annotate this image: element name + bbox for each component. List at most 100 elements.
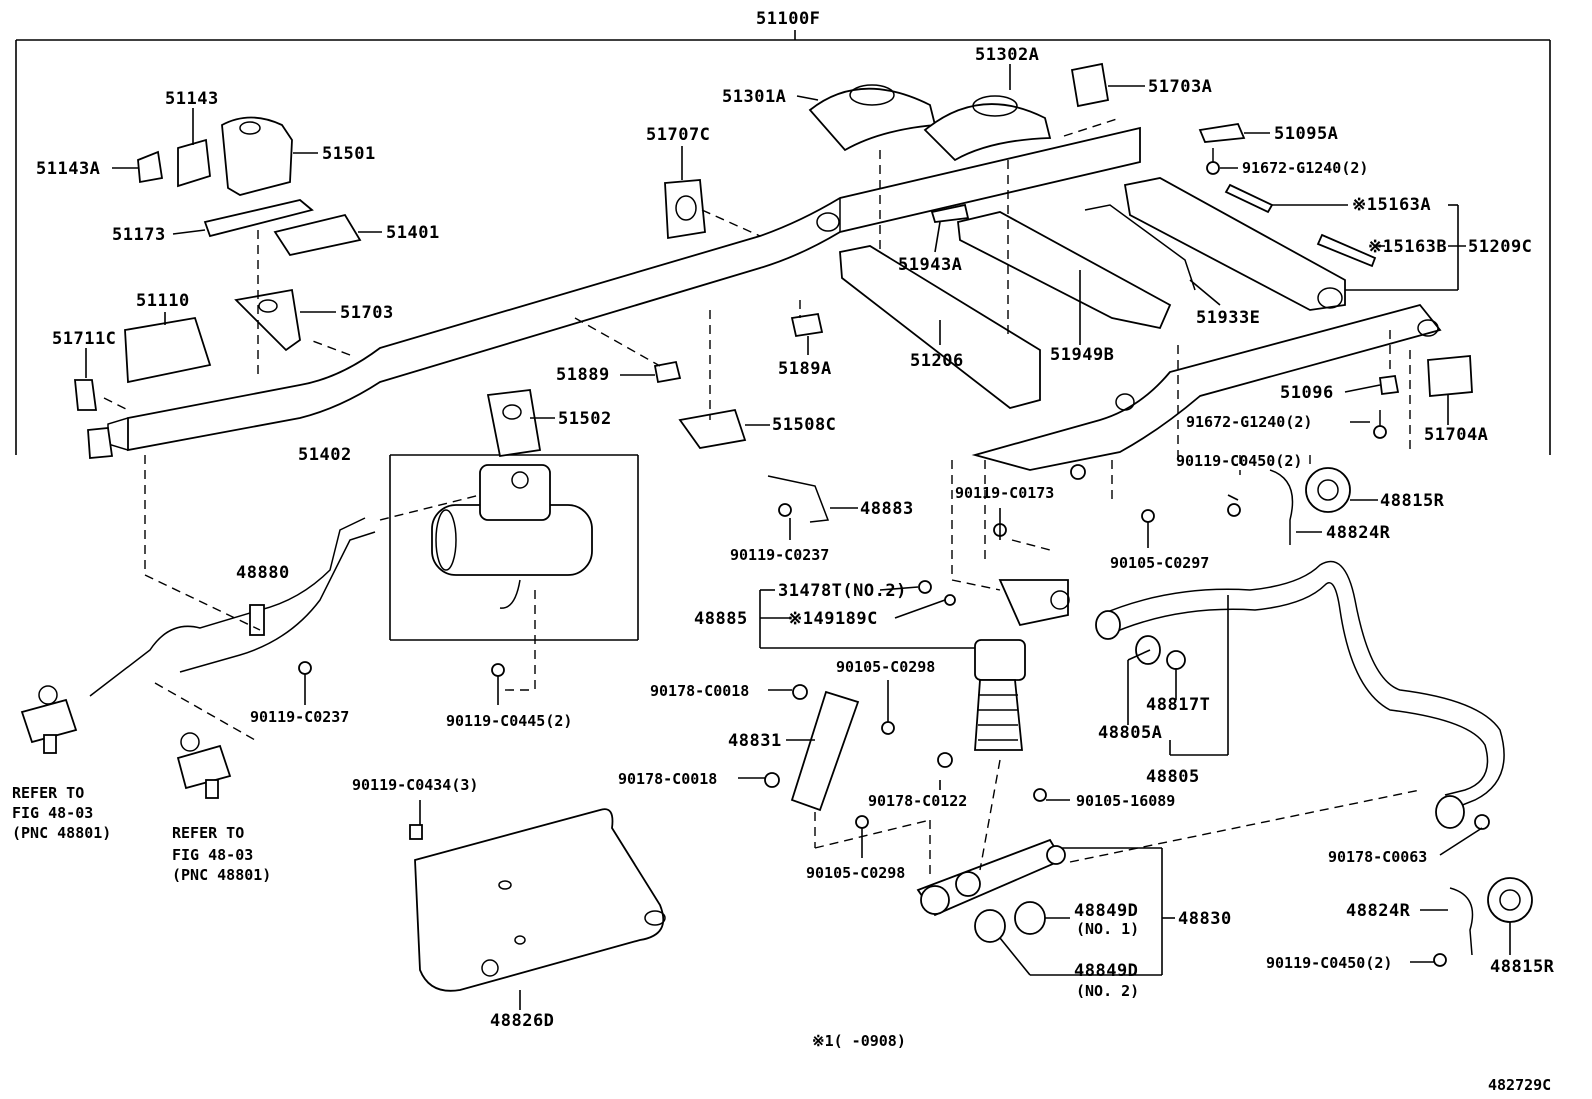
shock-48885 [974, 579, 1070, 751]
tube-48880 [89, 517, 376, 697]
label-51704A: 51704A [1424, 425, 1488, 445]
label-48815R-a: 48815R [1380, 491, 1445, 511]
refer-note-b: REFER TO FIG 48-03 (PNC 48801) [172, 824, 271, 884]
refer-b-line2: FIG 48-03 [172, 846, 253, 864]
refer-a-line2: FIG 48-03 [12, 804, 93, 822]
label-48831: 48831 [728, 731, 782, 751]
link-48831 [790, 690, 860, 812]
label-51110: 51110 [136, 291, 190, 311]
label-91672-G1240-a: 91672-G1240(2) [1242, 159, 1368, 177]
label-51943A: 51943A [898, 255, 962, 275]
bushing-48849D1 [1014, 901, 1046, 935]
label-91672-G1240-b: 91672-G1240(2) [1186, 413, 1312, 431]
label-31478T: 31478T(NO.2) [778, 581, 907, 601]
label-51143A: 51143A [36, 159, 100, 179]
label-5163A: ※15163A [1352, 195, 1431, 215]
bushing-48815Rb [1487, 877, 1533, 923]
refer-b-line3: (PNC 48801) [172, 866, 271, 884]
refer-note-a: REFER TO FIG 48-03 (PNC 48801) [12, 784, 111, 842]
footnote: ※1( -0908) [812, 1032, 906, 1050]
bracket-51096 [1378, 374, 1400, 396]
label-90119-C0450-b: 90119-C0450(2) [1266, 954, 1392, 972]
bracket-51143A [137, 150, 164, 184]
label-48849D-2: 48849D [1074, 961, 1138, 981]
bracket-51401 [273, 213, 362, 257]
stabilizer-bar [1095, 560, 1505, 829]
clip-51889 [653, 360, 682, 384]
figure-id: 482729C [1488, 1076, 1551, 1094]
label-51096: 51096 [1280, 383, 1334, 403]
brace-5163B [1316, 233, 1377, 268]
assembly-bracket [15, 30, 1551, 455]
valve-refer-b [176, 732, 232, 799]
label-48849D-1: 48849D [1074, 901, 1138, 921]
bracket-48883 [767, 475, 830, 523]
bracket-51703 [234, 288, 301, 352]
skid-plate-48826D [414, 808, 666, 992]
label-51508C: 51508C [772, 415, 836, 435]
bushing-48849D2 [974, 909, 1006, 943]
bolt-90119-C0237a [778, 503, 792, 517]
label-51703: 51703 [340, 303, 394, 323]
label-90178-C0018-a: 90178-C0018 [650, 682, 749, 700]
label-90105-C0298-b: 90105-C0298 [806, 864, 905, 882]
label-90119-C0450-a: 90119-C0450(2) [1176, 452, 1302, 470]
label-48824R-a: 48824R [1326, 523, 1391, 543]
bolt-91672-b [1373, 410, 1387, 439]
label-149189C: ※149189C [788, 609, 878, 629]
label-90178-C0063: 90178-C0063 [1328, 848, 1427, 866]
label-51206: 51206 [910, 351, 964, 371]
dashed-guides [103, 117, 1421, 880]
valve-refer-a [20, 685, 78, 754]
label-90178-C0122: 90178-C0122 [868, 792, 967, 810]
refer-a-line3: (PNC 48801) [12, 824, 111, 842]
label-51173: 51173 [112, 225, 166, 245]
label-5189A: 5189A [778, 359, 832, 379]
bracket-51173 [203, 199, 314, 238]
label-51402: 51402 [298, 445, 352, 465]
label-51301A: 51301A [722, 87, 786, 107]
label-90105-C0297: 90105-C0297 [1110, 554, 1209, 572]
bracket-51703A [1070, 62, 1110, 108]
label-90178-C0018-b: 90178-C0018 [618, 770, 717, 788]
label-90119-C0237-a: 90119-C0237 [730, 546, 829, 564]
bushing-48817T [1166, 650, 1186, 670]
lateral-rod-48830 [916, 838, 1066, 917]
label-5163B: ※15163B [1368, 237, 1447, 257]
bracket-51943A [930, 203, 970, 223]
label-90119-C0237-b: 90119-C0237 [250, 708, 349, 726]
crossmember-51949B [957, 211, 1172, 330]
label-48880: 48880 [236, 563, 290, 583]
hydraulic-unit-box [389, 454, 639, 641]
frame-rail-right [971, 303, 1442, 471]
label-51209C: 51209C [1468, 237, 1532, 257]
label-51501: 51501 [322, 144, 376, 164]
label-48885: 48885 [694, 609, 748, 629]
mount-51501 [221, 116, 293, 196]
bracket-51707C [664, 179, 706, 240]
spring-seat-51301A [808, 84, 937, 152]
bracket-51095A [1198, 123, 1246, 143]
label-51711C: 51711C [52, 329, 116, 349]
label-48824R-b: 48824R [1346, 901, 1411, 921]
bracket-51933E [1084, 204, 1196, 291]
label-90119-C0434: 90119-C0434(3) [352, 776, 478, 794]
label-51889: 51889 [556, 365, 610, 385]
label-51143: 51143 [165, 89, 219, 109]
label-90119-C0445: 90119-C0445(2) [446, 712, 572, 730]
label-48815R-b: 48815R [1490, 957, 1555, 977]
crossmember-51209C [1123, 177, 1346, 311]
label-48805: 48805 [1146, 767, 1200, 787]
bracket-48824Rb [1449, 887, 1474, 956]
label-51707C: 51707C [646, 125, 710, 145]
label-48849D-1-note: (NO. 1) [1076, 920, 1139, 938]
spring-seat-51302A [923, 95, 1052, 162]
label-51302A: 51302A [975, 45, 1039, 65]
label-51703A: 51703A [1148, 77, 1212, 97]
bolt-90119-C0434 [409, 824, 423, 840]
bushing-48805A [1135, 635, 1161, 665]
bracket-51711C [74, 379, 114, 459]
label-48849D-2-note: (NO. 2) [1076, 982, 1139, 1000]
label-48817T: 48817T [1146, 695, 1210, 715]
label-48826D: 48826D [490, 1011, 554, 1031]
